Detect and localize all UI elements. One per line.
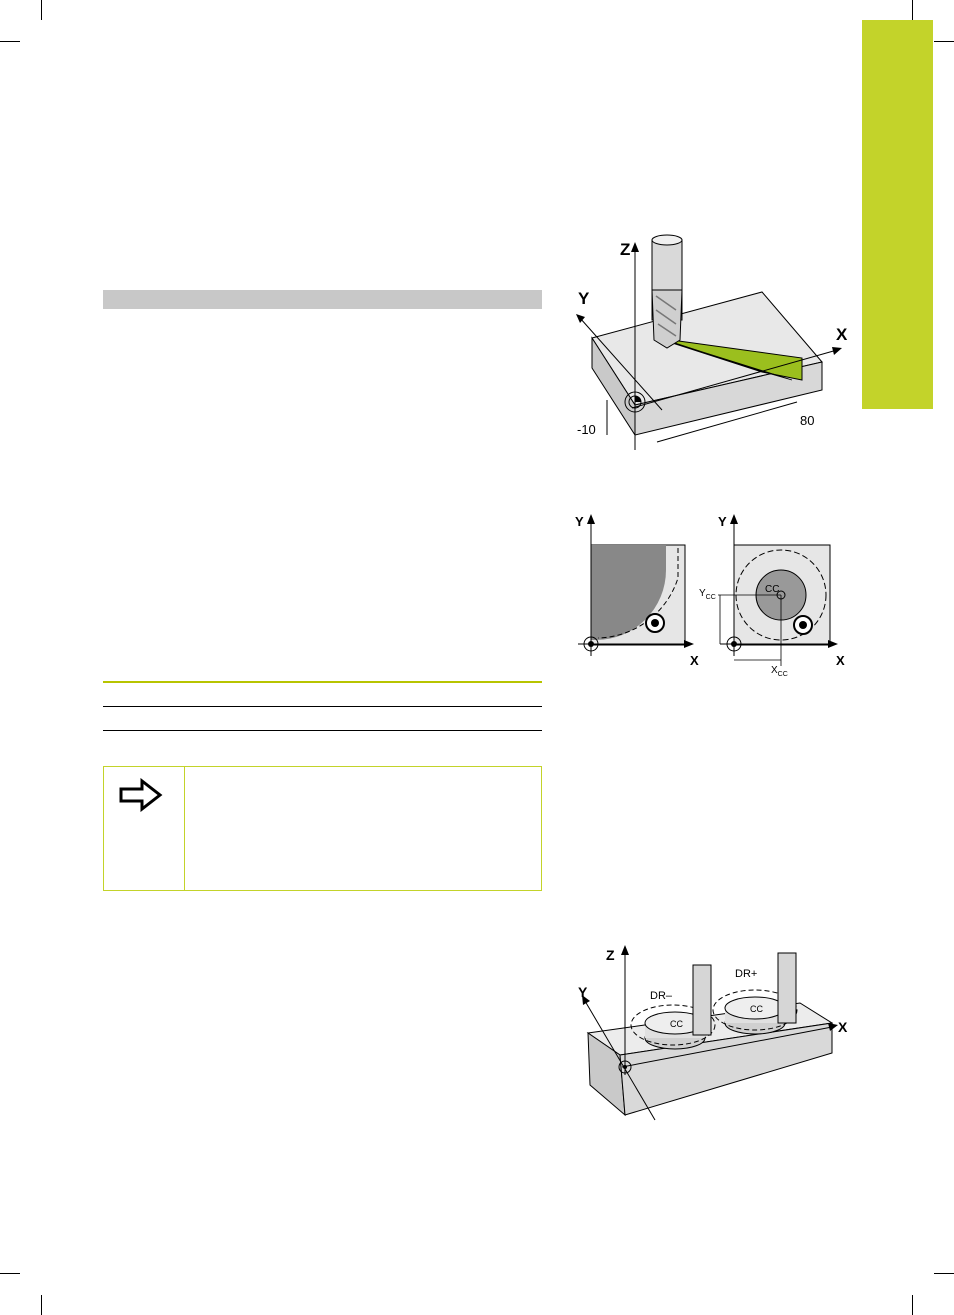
- arrow-right-outline-icon: [119, 778, 163, 812]
- crop-mark: [41, 1295, 42, 1315]
- xcc-sub: CC: [778, 671, 788, 678]
- left-axis-y-label: Y: [575, 514, 584, 529]
- figure-linear-milling: Z Y X -10 80: [576, 234, 848, 450]
- axis-y-label: Y: [578, 289, 590, 308]
- axis-y-label-3d: Y: [578, 984, 588, 1000]
- note-box: [103, 766, 542, 891]
- dimension-depth-label: -10: [577, 422, 596, 437]
- crop-mark: [934, 41, 954, 42]
- crop-mark: [934, 1273, 954, 1274]
- table-row-rule: [103, 706, 542, 707]
- left-axis-x-label: X: [690, 653, 699, 668]
- table-bottom-rule: [103, 730, 542, 731]
- chapter-side-tab: [862, 20, 933, 409]
- direction-positive-label: DR+: [735, 968, 757, 980]
- ycc-sub: CC: [706, 594, 716, 601]
- ycc-label: YCC: [699, 588, 716, 601]
- crop-mark: [0, 1273, 20, 1274]
- section-heading-bar: [103, 290, 542, 309]
- right-axis-y-label: Y: [718, 514, 727, 529]
- center-label-right: CC: [750, 1004, 763, 1014]
- right-axis-x-label: X: [836, 653, 845, 668]
- figure-rotation-direction: Z Y X DR– DR+ CC CC: [578, 945, 848, 1121]
- axis-z-label-3d: Z: [606, 947, 615, 963]
- crop-mark: [912, 0, 913, 20]
- crop-mark: [41, 0, 42, 20]
- crop-mark: [912, 1295, 913, 1315]
- ycc-main: Y: [699, 588, 706, 599]
- axis-x-label: X: [836, 325, 848, 344]
- crop-mark: [0, 41, 20, 42]
- dimension-length-label: 80: [800, 413, 814, 428]
- axis-z-label: Z: [620, 240, 630, 259]
- direction-negative-label: DR–: [650, 990, 673, 1002]
- xcc-main: X: [771, 665, 778, 676]
- center-label-left: CC: [670, 1019, 683, 1029]
- circle-center-label: CC: [765, 584, 779, 595]
- figure-circular-paths: Y X Y X CC YCC XCC: [575, 514, 845, 678]
- xcc-label: XCC: [771, 665, 788, 678]
- axis-x-label-3d: X: [838, 1019, 848, 1035]
- note-divider: [184, 767, 185, 891]
- table-top-rule: [103, 681, 542, 683]
